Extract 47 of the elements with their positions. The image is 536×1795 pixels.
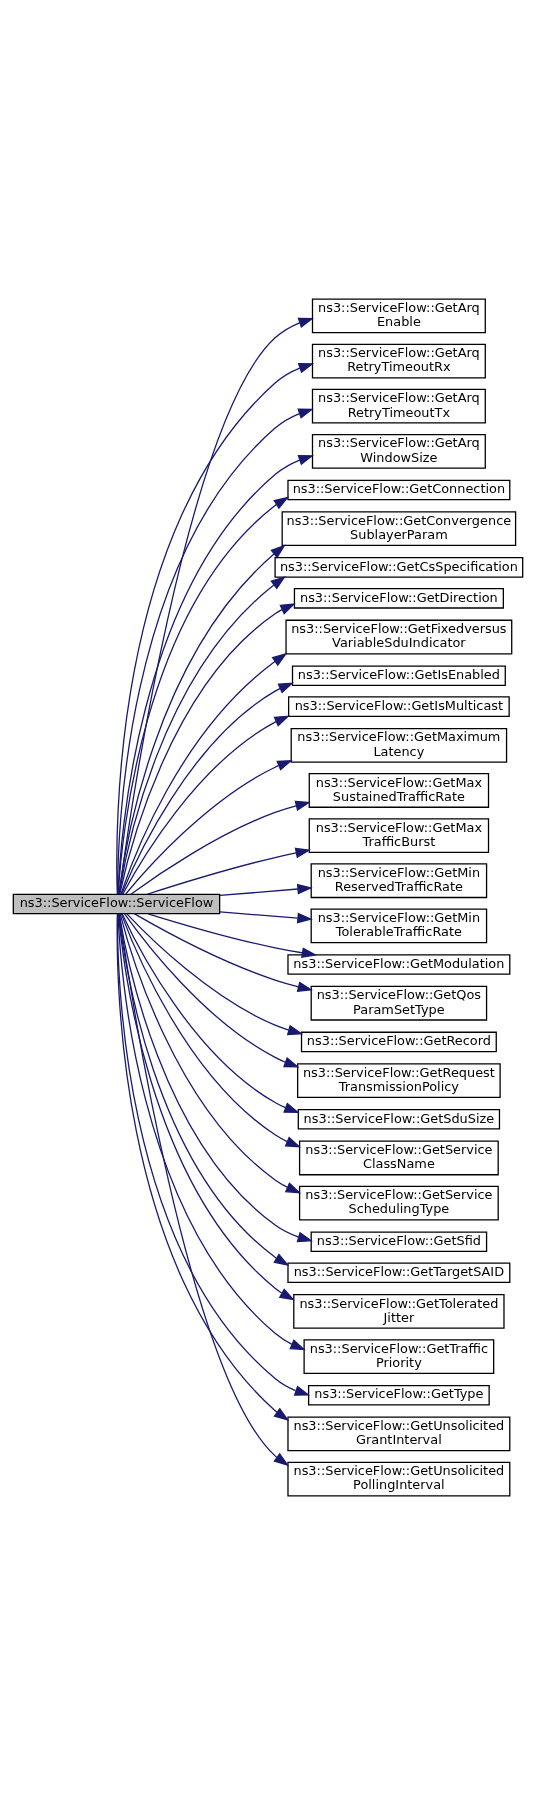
- arrow: [147, 913, 318, 959]
- node-box: ns3::ServiceFlow::GetQos ParamSetType: [310, 985, 488, 1021]
- node-box: ns3::ServiceFlow::GetIsMulticast: [288, 696, 510, 717]
- node-box: ns3::ServiceFlow::ServiceFlow: [12, 893, 221, 915]
- arrow: [120, 652, 288, 895]
- node-box: ns3::ServiceFlow::GetIsEnabled: [291, 665, 506, 686]
- node-box: ns3::ServiceFlow::GetMaximum Latency: [290, 727, 508, 763]
- node-box: ns3::ServiceFlow::GetArq RetryTimeoutTx: [311, 388, 486, 424]
- arrow: [130, 800, 311, 895]
- node-box: ns3::ServiceFlow::GetUnsolicited PollingInterval: [287, 1461, 511, 1497]
- node-box: ns3::ServiceFlow::GetArq Enable: [311, 298, 486, 334]
- arrow: [133, 913, 314, 992]
- node-box: ns3::ServiceFlow::GetTolerated Jitter: [293, 1294, 505, 1329]
- node-box: ns3::ServiceFlow::GetTargetSAID: [287, 1262, 511, 1284]
- node-box: ns3::ServiceFlow::GetMax TrafficBurst: [308, 818, 490, 853]
- node-box: ns3::ServiceFlow::GetMin TolerableTrafficRate: [310, 908, 488, 944]
- node-box: ns3::ServiceFlow::GetSduSize: [297, 1109, 501, 1130]
- node-box: ns3::ServiceFlow::GetModulation: [287, 954, 511, 975]
- node-box: ns3::ServiceFlow::GetRequest TransmissionPolicy: [297, 1063, 501, 1099]
- node-box: ns3::ServiceFlow::GetRecord: [300, 1031, 497, 1053]
- arrow: [123, 913, 300, 1068]
- node-box: ns3::ServiceFlow::GetArq WindowSize: [311, 433, 486, 469]
- arrow: [219, 883, 313, 897]
- node-box: ns3::ServiceFlow::GetDirection: [293, 588, 504, 609]
- node-box: ns3::ServiceFlow::GetFixedversus VariableSduIndicator: [285, 619, 513, 655]
- node-box: ns3::ServiceFlow::GetUnsolicited GrantInterval: [287, 1416, 511, 1452]
- node-box: ns3::ServiceFlow::GetMin ReservedTrafficRate: [310, 863, 488, 899]
- node-box: ns3::ServiceFlow::GetTraffic Priority: [303, 1339, 495, 1374]
- arrow: [121, 913, 300, 1113]
- node-box: ns3::ServiceFlow::GetService SchedulingType: [298, 1185, 499, 1221]
- arrow: [125, 760, 293, 895]
- node-box: ns3::ServiceFlow::GetSfid: [310, 1231, 488, 1253]
- node-box: ns3::ServiceFlow::GetCsSpecification: [274, 557, 524, 578]
- node-box: ns3::ServiceFlow::GetArq RetryTimeoutRx: [311, 343, 486, 379]
- node-box: ns3::ServiceFlow::GetConvergence SublayerParam: [281, 511, 517, 547]
- arrow: [119, 913, 302, 1194]
- node-box: ns3::ServiceFlow::GetService ClassName: [298, 1140, 499, 1176]
- arrow: [120, 913, 301, 1148]
- arrow: [122, 715, 290, 895]
- node-box: ns3::ServiceFlow::GetMax SustainedTrafficRate: [308, 773, 490, 808]
- arrow: [118, 913, 313, 1243]
- arrow: [126, 913, 304, 1036]
- arrow: [121, 682, 294, 895]
- arrow: [146, 847, 311, 895]
- node-box: ns3::ServiceFlow::GetType: [307, 1384, 490, 1406]
- node-box: ns3::ServiceFlow::GetConnection: [287, 479, 511, 501]
- arrow: [219, 911, 313, 924]
